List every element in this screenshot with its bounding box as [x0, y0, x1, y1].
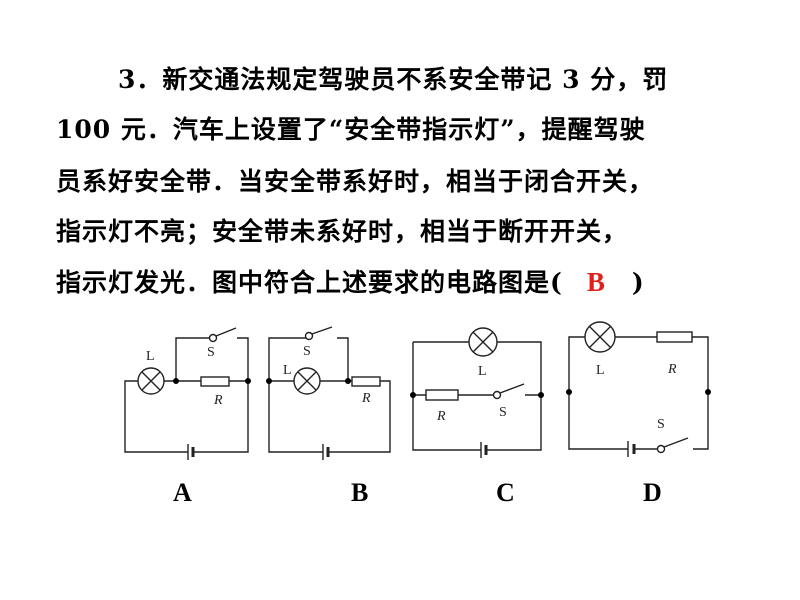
question-line-4: 指示灯不亮；安全带未系好时，相当于断开开关， [56, 217, 629, 246]
switch-label: S [303, 344, 311, 359]
circuit-d: L S R [566, 321, 711, 457]
lamp-label: L [146, 349, 155, 364]
close-paren: ) [631, 268, 645, 297]
lamp-label: L [283, 363, 292, 378]
circuit-c: L S R [410, 327, 544, 458]
question-text: 指示灯发光．图中符合上述要求的电路图是( [56, 268, 563, 297]
answer-text: B [586, 267, 606, 297]
switch-label: S [499, 405, 507, 420]
circuit-b: L S R [266, 326, 391, 460]
caption-b: B [351, 478, 369, 507]
question-line-1: 3．新交通法规定驾驶员不系安全带记 3 分，罚 [118, 65, 669, 94]
question-line-3: 员系好安全带．当安全带系好时，相当于闭合开关， [56, 167, 655, 196]
question-line-2: 100 元．汽车上设置了“安全带指示灯”，提醒驾驶 [56, 115, 646, 144]
resistor-label: R [436, 409, 446, 424]
caption-c: C [496, 478, 515, 507]
lamp-label: L [596, 363, 605, 378]
question-line-5: 指示灯发光．图中符合上述要求的电路图是( B) [56, 263, 645, 299]
lamp-label: L [478, 364, 487, 379]
switch-label: S [657, 417, 665, 432]
switch-label: S [207, 345, 215, 360]
resistor-label: R [361, 391, 371, 406]
circuit-a: L S R [124, 327, 251, 460]
resistor-label: R [667, 362, 677, 377]
resistor-label: R [213, 393, 223, 408]
caption-a: A [173, 478, 192, 507]
caption-d: D [643, 478, 662, 507]
